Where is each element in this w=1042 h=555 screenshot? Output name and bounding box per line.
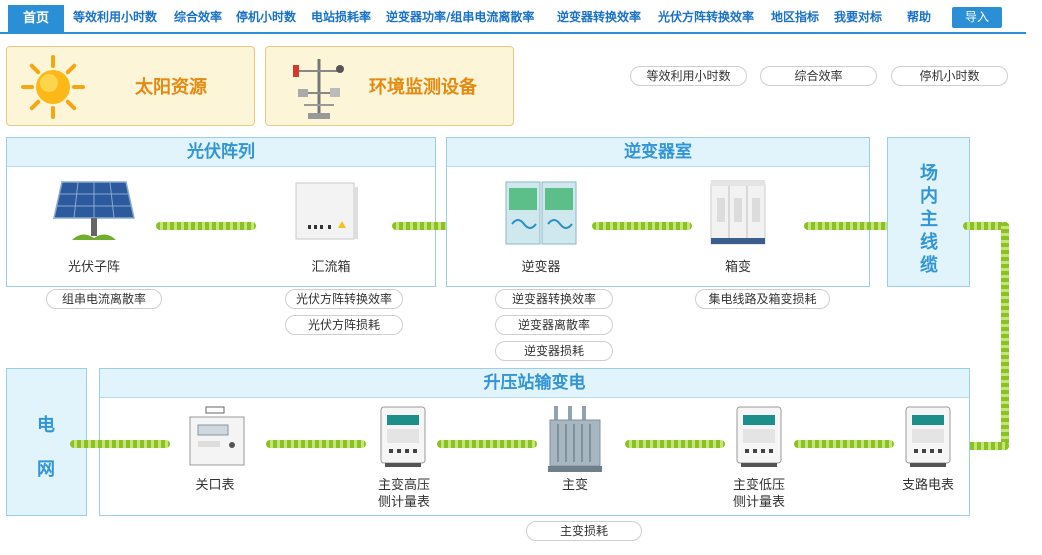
inverter-icon[interactable]	[504, 180, 578, 246]
inverter-loss-pill[interactable]: 逆变器损耗	[495, 341, 613, 361]
nav-item-regional-index[interactable]: 地区指标	[771, 10, 820, 24]
nav-item-inverter-efficiency[interactable]: 逆变器转换效率	[557, 10, 642, 24]
connector-lv-branch	[794, 440, 894, 448]
nav-item-loss-rate[interactable]: 电站损耗率	[311, 10, 372, 24]
connector-gate-hv	[266, 440, 366, 448]
lv-meter-icon[interactable]	[735, 405, 783, 469]
connector-cable-down	[1001, 222, 1009, 450]
box-transformer-icon[interactable]	[709, 178, 767, 246]
array-loss-pill[interactable]: 光伏方阵损耗	[285, 315, 403, 335]
main-cable-label: 场内主线缆	[920, 163, 938, 276]
connector-box-cable	[804, 222, 904, 230]
env-monitor-card[interactable]: 环境监测设备	[265, 46, 514, 126]
connector-combiner-inverter	[392, 222, 492, 230]
solar-panel-icon[interactable]	[52, 180, 136, 244]
nav-item-overall-efficiency[interactable]: 综合效率	[174, 10, 223, 24]
env-monitor-title: 环境监测设备	[369, 77, 477, 98]
nav-item-inverter-dispersion[interactable]: 逆变器功率/组串电流离散率	[386, 10, 535, 24]
connector-inverter-box	[592, 222, 692, 230]
connector-transformer-lv	[625, 440, 725, 448]
array-efficiency-pill[interactable]: 光伏方阵转换效率	[285, 289, 403, 309]
sun-icon	[21, 55, 85, 119]
nav-item-array-efficiency[interactable]: 光伏方阵转换效率	[658, 10, 755, 24]
transformer-loss-pill[interactable]: 主变损耗	[526, 521, 642, 541]
connector-grid-gate	[70, 440, 170, 448]
inverter-dispersion-pill[interactable]: 逆变器离散率	[495, 315, 613, 335]
equivalent-hours-pill[interactable]: 等效利用小时数	[630, 66, 747, 86]
import-button[interactable]: 导入	[952, 7, 1002, 28]
hv-meter-icon[interactable]	[379, 405, 427, 469]
pv-array-title: 光伏阵列	[7, 138, 435, 167]
main-transformer-label: 主变	[561, 478, 588, 493]
main-cable-panel[interactable]	[887, 137, 970, 287]
connector-down-branch	[963, 442, 1009, 450]
substation-title: 升压站输变电	[100, 369, 969, 398]
gate-meter-icon[interactable]	[186, 405, 248, 467]
solar-resource-title: 太阳资源	[135, 77, 207, 98]
inverter-label: 逆变器	[521, 260, 561, 275]
nav-home-tab[interactable]: 首页	[8, 5, 64, 32]
gate-meter-label: 关口表	[195, 478, 235, 493]
nav-item-downtime-hours[interactable]: 停机小时数	[236, 10, 297, 24]
pv-sub-array-label: 光伏子阵	[67, 260, 120, 275]
connector-cable-right	[963, 222, 1009, 230]
solar-resource-card[interactable]: 太阳资源	[6, 46, 255, 126]
nav-item-benchmark[interactable]: 我要对标	[834, 10, 883, 24]
downtime-hours-pill[interactable]: 停机小时数	[891, 66, 1008, 86]
overall-efficiency-pill[interactable]: 综合效率	[760, 66, 877, 86]
combiner-box-label: 汇流箱	[311, 260, 351, 275]
collector-line-loss-pill[interactable]: 集电线路及箱变损耗	[695, 289, 830, 309]
branch-meter-icon[interactable]	[904, 405, 952, 469]
connector-hv-transformer	[437, 440, 537, 448]
combiner-box-icon[interactable]	[294, 181, 360, 245]
connector-array-combiner	[156, 222, 256, 230]
main-transformer-icon[interactable]	[546, 404, 604, 474]
lv-meter-label-1: 主变低压	[732, 478, 785, 493]
nav-item-equivalent-hours[interactable]: 等效利用小时数	[73, 10, 158, 24]
inverter-efficiency-pill[interactable]: 逆变器转换效率	[495, 289, 613, 309]
box-transformer-label: 箱变	[724, 260, 751, 275]
lv-meter-label-2: 侧计量表	[732, 495, 785, 510]
weather-station-icon	[293, 59, 344, 119]
hv-meter-label-1: 主变高压	[377, 478, 430, 493]
string-dispersion-pill[interactable]: 组串电流离散率	[46, 289, 162, 309]
nav-item-help[interactable]: 帮助	[907, 10, 932, 24]
top-nav: 首页 等效利用小时数 综合效率 停机小时数 电站损耗率 逆变器功率/组串电流离散…	[0, 0, 1026, 34]
hv-meter-label-2: 侧计量表	[377, 495, 430, 510]
branch-meter-label: 支路电表	[901, 478, 954, 493]
inverter-room-title: 逆变器室	[447, 138, 869, 167]
grid-label: 电网	[37, 415, 55, 480]
